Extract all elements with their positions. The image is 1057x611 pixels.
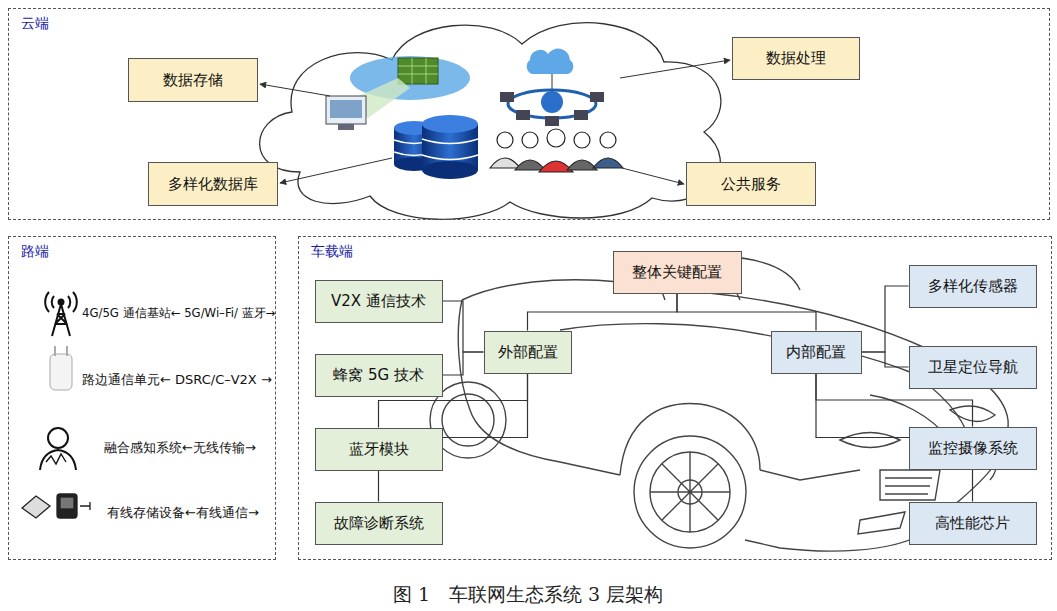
region-panel: 云端数据存储 数据处理多样化数据库 公共服务 — [8, 8, 1050, 220]
people-icon — [490, 129, 623, 172]
arrow — [260, 84, 330, 96]
bracket-connector — [862, 352, 909, 367]
box-label: 故障诊断系统 — [334, 514, 424, 532]
config-box: 监控摄像系统 — [909, 427, 1037, 470]
box-label: 内部配置 — [786, 343, 846, 361]
region-panel: 车载端整体关键配置 V2X 通信技术外部配置 内部配置 多样化传感器蜂窝 5G 技术 卫… — [298, 236, 1052, 560]
box-label: 外部配置 — [498, 343, 558, 361]
bracket-connector — [862, 286, 909, 352]
network-icon — [500, 49, 604, 126]
box-label: 蜂窝 5G 技术 — [333, 366, 424, 384]
box-label: 高性能芯片 — [935, 514, 1010, 532]
config-box: 高性能芯片 — [909, 502, 1037, 545]
box-label: 数据处理 — [766, 49, 826, 67]
link-label: 有线存储设备←有线通信→ — [107, 505, 259, 521]
box-label: V2X 通信技术 — [331, 292, 426, 310]
storage-icon — [22, 494, 90, 518]
box-label: 蓝牙模块 — [349, 440, 409, 458]
cloud-outline — [260, 23, 721, 220]
config-box: 外部配置 — [484, 331, 572, 374]
region-title: 车载端 — [311, 243, 353, 261]
config-box: 卫星定位导航 — [909, 346, 1037, 389]
config-box: 蜂窝 5G 技术 — [315, 354, 443, 397]
link-label: 4G/5G 通信基站← 5G/Wi–Fi/ 蓝牙→ — [82, 306, 276, 320]
box-label: 监控摄像系统 — [928, 439, 1018, 457]
config-box: 整体关键配置 — [613, 251, 742, 294]
arrow — [622, 168, 684, 184]
link-label: 路边通信单元← DSRC/C–V2X → — [82, 372, 272, 388]
arrow — [620, 60, 730, 78]
box-label: 整体关键配置 — [632, 263, 722, 281]
arrow — [280, 158, 392, 183]
config-box: 多样化数据库 — [148, 162, 278, 206]
box-label: 多样化数据库 — [168, 175, 258, 193]
config-box: 数据处理 — [732, 37, 860, 80]
person-icon — [40, 428, 76, 470]
config-box: 内部配置 — [771, 331, 862, 374]
region-title: 路端 — [21, 243, 49, 261]
region-title: 云端 — [21, 15, 49, 33]
bracket-connector — [443, 352, 484, 375]
config-box: 故障诊断系统 — [315, 502, 443, 545]
config-box: V2X 通信技术 — [315, 280, 443, 323]
link-label: 融合感知系统←无线传输→ — [104, 440, 256, 456]
config-box: 多样化传感器 — [909, 265, 1037, 308]
monitor — [326, 96, 366, 124]
box-label: 多样化传感器 — [928, 277, 1018, 295]
config-box: 蓝牙模块 — [315, 428, 443, 471]
figure-caption: 图 1 车联网生态系统 3 层架构 — [393, 582, 663, 608]
bracket-connector — [443, 301, 484, 352]
config-box: 公共服务 — [686, 162, 816, 206]
box-label: 公共服务 — [721, 175, 781, 193]
tower-icon — [45, 292, 77, 336]
config-box: 数据存储 — [128, 58, 258, 102]
database-icon — [394, 115, 478, 179]
box-label: 卫星定位导航 — [928, 358, 1018, 376]
bracket-connector — [677, 294, 816, 331]
server-block — [398, 58, 438, 84]
bracket-connector — [528, 294, 678, 331]
box-label: 数据存储 — [163, 71, 223, 89]
rsu-icon — [50, 346, 72, 390]
